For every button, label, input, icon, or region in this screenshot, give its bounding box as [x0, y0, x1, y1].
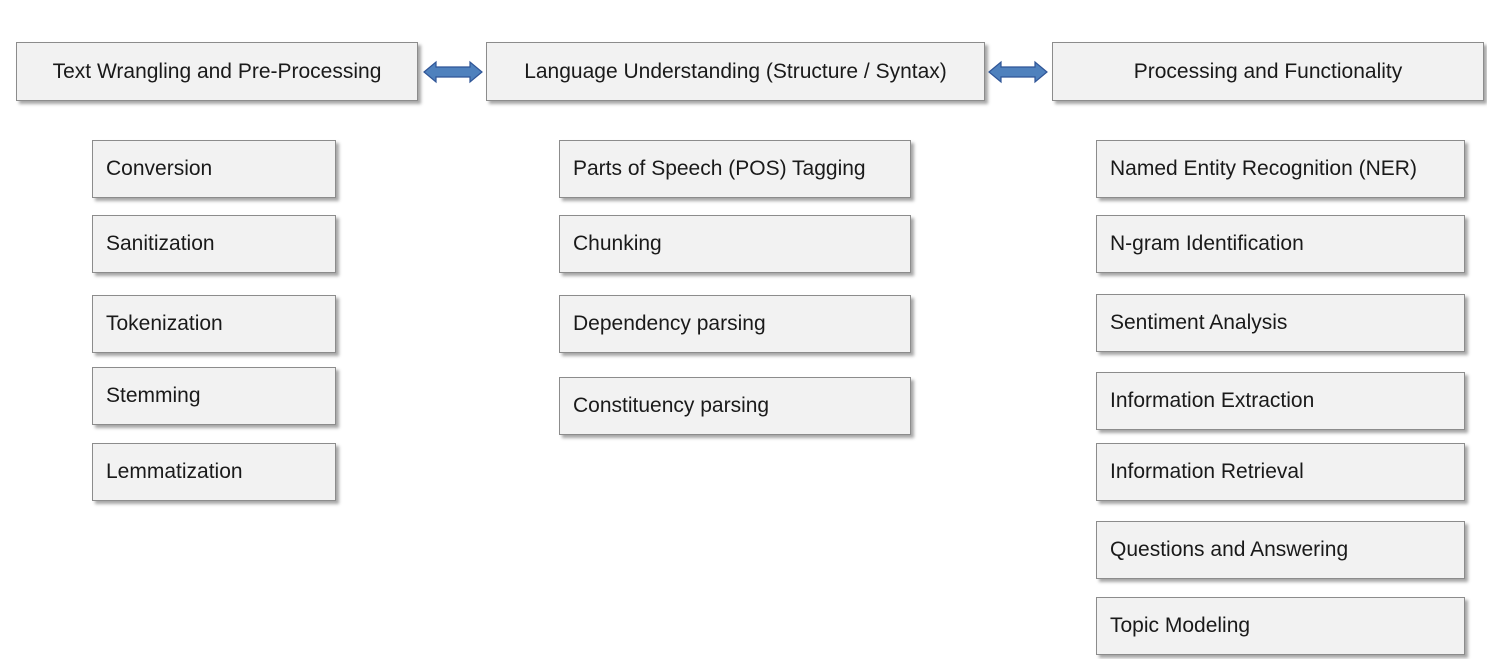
item-ner: Named Entity Recognition (NER): [1096, 140, 1465, 198]
item-information-extraction: Information Extraction: [1096, 372, 1465, 430]
item-conversion: Conversion: [92, 140, 336, 198]
item-label: Questions and Answering: [1110, 538, 1349, 561]
item-questions-answering: Questions and Answering: [1096, 521, 1465, 579]
item-stemming: Stemming: [92, 367, 336, 425]
item-information-retrieval: Information Retrieval: [1096, 443, 1465, 501]
item-sanitization: Sanitization: [92, 215, 336, 273]
item-label: Sentiment Analysis: [1110, 311, 1288, 334]
item-label: Chunking: [573, 232, 662, 255]
item-sentiment-analysis: Sentiment Analysis: [1096, 294, 1465, 352]
item-label: Conversion: [106, 157, 213, 180]
header-language-understanding: Language Understanding (Structure / Synt…: [486, 42, 985, 101]
item-lemmatization: Lemmatization: [92, 443, 336, 501]
header-text-wrangling: Text Wrangling and Pre-Processing: [16, 42, 418, 101]
item-constituency-parsing: Constituency parsing: [559, 377, 911, 435]
item-label: Parts of Speech (POS) Tagging: [573, 157, 866, 180]
item-topic-modeling: Topic Modeling: [1096, 597, 1465, 655]
item-label: Sanitization: [106, 232, 215, 255]
item-label: Named Entity Recognition (NER): [1110, 157, 1417, 180]
item-label: Information Extraction: [1110, 389, 1315, 412]
item-label: Dependency parsing: [573, 312, 766, 335]
item-ngram-identification: N-gram Identification: [1096, 215, 1465, 273]
header-label: Text Wrangling and Pre-Processing: [52, 59, 382, 83]
double-arrow-icon: [988, 60, 1048, 84]
item-dependency-parsing: Dependency parsing: [559, 295, 911, 353]
header-processing-functionality: Processing and Functionality: [1052, 42, 1484, 101]
header-label: Language Understanding (Structure / Synt…: [524, 59, 947, 83]
item-label: Stemming: [106, 384, 201, 407]
item-label: Topic Modeling: [1110, 614, 1251, 637]
double-arrow-icon: [423, 60, 483, 84]
item-label: Constituency parsing: [573, 394, 770, 417]
item-tokenization: Tokenization: [92, 295, 336, 353]
item-label: N-gram Identification: [1110, 232, 1304, 255]
item-pos-tagging: Parts of Speech (POS) Tagging: [559, 140, 911, 198]
item-label: Tokenization: [106, 312, 223, 335]
header-label: Processing and Functionality: [1133, 59, 1403, 83]
item-chunking: Chunking: [559, 215, 911, 273]
item-label: Lemmatization: [106, 460, 243, 483]
item-label: Information Retrieval: [1110, 460, 1304, 483]
